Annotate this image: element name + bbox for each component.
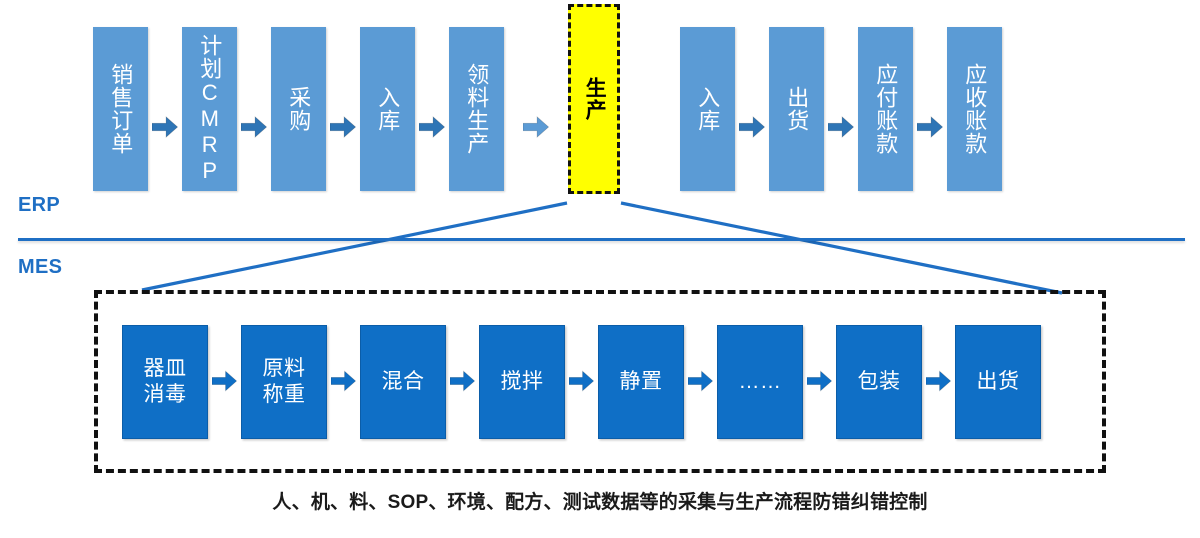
mes-process-row: 器皿 消毒 原料 称重 混合 搅拌 静置 …… 包装 出货	[122, 325, 1082, 439]
mes-step-box[interactable]: ……	[717, 325, 803, 439]
mes-step-label: 包装	[857, 369, 901, 393]
erp-step-label: 计划CMRP	[197, 34, 223, 184]
mes-step-box[interactable]: 原料 称重	[241, 325, 327, 439]
erp-step-box[interactable]: 采购	[271, 27, 326, 191]
erp-step-label: 入库	[695, 86, 721, 132]
erp-step-box[interactable]: 应收账款	[947, 27, 1002, 191]
erp-step-label: 出货	[784, 86, 810, 132]
erp-step-label: 领料生产	[464, 63, 490, 155]
mes-step-label: 原料 称重	[262, 356, 306, 406]
erp-process-row: 销售订单 计划CMRP 采购 入库 领料生产 生产 入库 出货 应付账款 应收账款	[93, 4, 1103, 194]
erp-step-box[interactable]: 入库	[680, 27, 735, 191]
erp-step-label: 入库	[375, 86, 401, 132]
connector-right	[620, 201, 1063, 295]
mes-step-box[interactable]: 混合	[360, 325, 446, 439]
erp-step-box[interactable]: 应付账款	[858, 27, 913, 191]
erp-step-label: 销售订单	[108, 63, 134, 155]
erp-step-box[interactable]: 领料生产	[449, 27, 504, 191]
mes-step-label: ……	[738, 369, 782, 393]
erp-step-label: 采购	[286, 86, 312, 132]
connector-left	[141, 201, 568, 292]
erp-mes-divider	[18, 238, 1185, 241]
mes-step-box[interactable]: 出货	[955, 325, 1041, 439]
erp-step-box[interactable]: 计划CMRP	[182, 27, 237, 191]
erp-step-label: 生产	[583, 77, 607, 121]
mes-step-box[interactable]: 包装	[836, 325, 922, 439]
erp-step-label: 应收账款	[962, 63, 988, 155]
mes-step-box[interactable]: 静置	[598, 325, 684, 439]
mes-step-label: 静置	[619, 369, 663, 393]
band-label-erp: ERP	[18, 194, 61, 216]
erp-step-label: 应付账款	[873, 63, 899, 155]
diagram-caption: 人、机、料、SOP、环境、配方、测试数据等的采集与生产流程防错纠错控制	[272, 492, 928, 513]
mes-container	[94, 290, 1106, 473]
band-label-mes: MES	[18, 256, 63, 278]
mes-step-label: 出货	[976, 369, 1020, 393]
mes-step-box[interactable]: 搅拌	[479, 325, 565, 439]
mes-step-label: 混合	[381, 369, 425, 393]
erp-step-box-highlighted[interactable]: 生产	[568, 4, 620, 194]
erp-step-box[interactable]: 出货	[769, 27, 824, 191]
mes-step-label: 器皿 消毒	[143, 356, 187, 406]
erp-step-box[interactable]: 入库	[360, 27, 415, 191]
mes-step-label: 搅拌	[500, 369, 544, 393]
erp-step-box[interactable]: 销售订单	[93, 27, 148, 191]
mes-step-box[interactable]: 器皿 消毒	[122, 325, 208, 439]
